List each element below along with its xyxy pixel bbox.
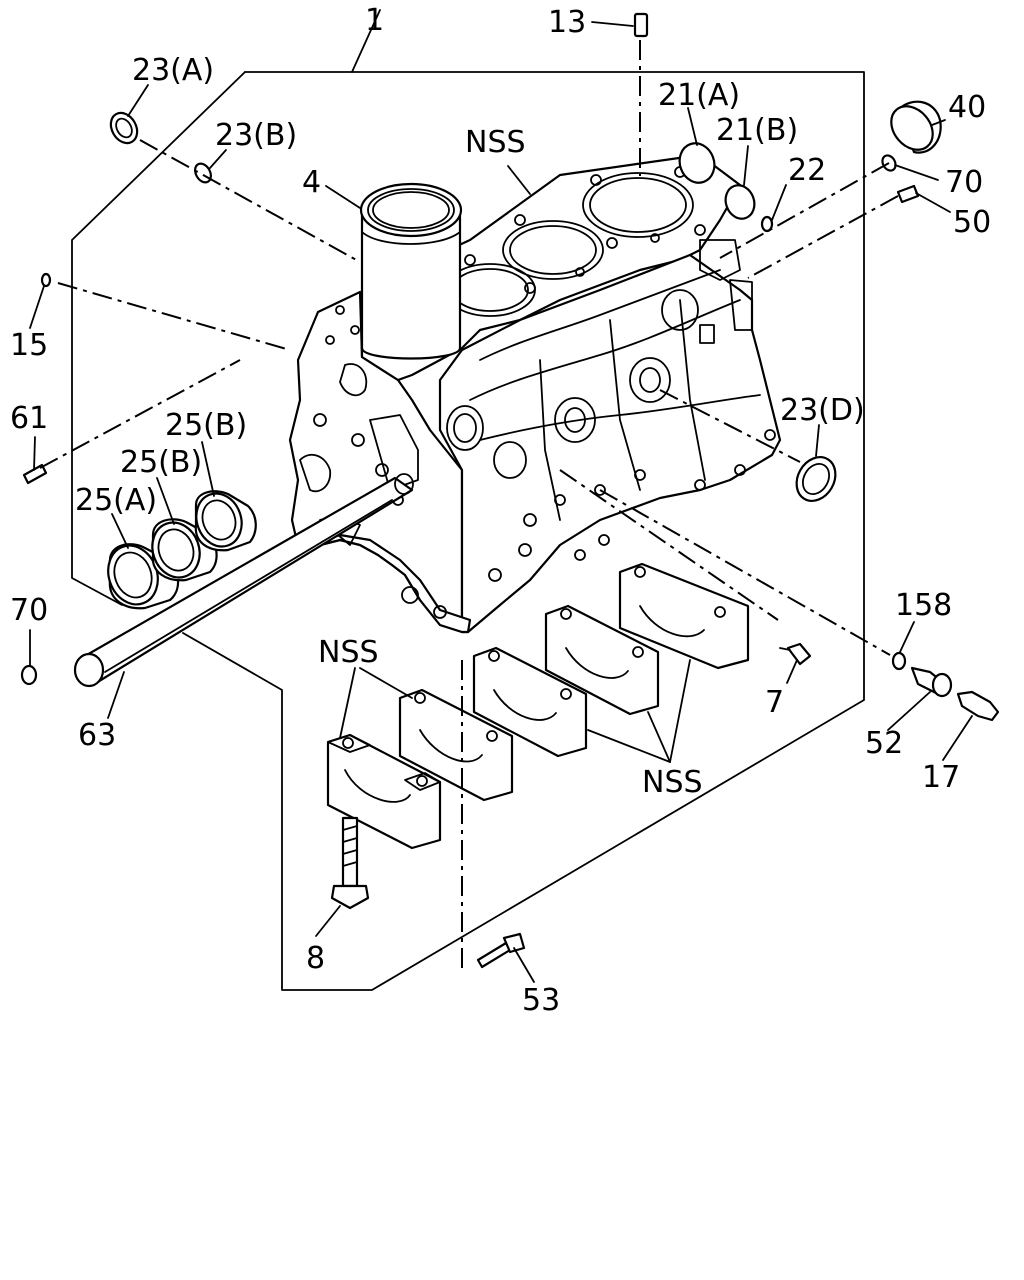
callout-70-left: 70 <box>10 593 48 628</box>
callout-61: 61 <box>10 401 48 436</box>
callout-25b-rear: 25(B) <box>165 408 247 443</box>
camshaft-bushings <box>107 490 257 610</box>
callout-4: 4 <box>302 165 321 200</box>
assembly-center-lines <box>39 40 899 970</box>
callout-1: 1 <box>365 3 384 38</box>
plug-15 <box>40 272 52 288</box>
callout-23b: 23(B) <box>215 118 297 153</box>
callout-25b-front: 25(B) <box>120 445 202 480</box>
callout-70-top: 70 <box>945 165 983 200</box>
bearing-cap-1 <box>326 733 442 850</box>
dowel-pin-13 <box>633 12 649 38</box>
washer-158 <box>891 651 907 671</box>
callout-7: 7 <box>765 685 784 720</box>
cylinder-liner-part-4 <box>359 182 463 360</box>
callout-13: 13 <box>548 5 586 40</box>
callout-158: 158 <box>895 588 952 623</box>
callout-25a: 25(A) <box>75 483 157 518</box>
callout-21a: 21(A) <box>658 78 740 113</box>
oil-gallery-pipe-part-63 <box>73 473 414 688</box>
cap-21a <box>678 142 716 184</box>
callout-23a: 23(A) <box>132 53 214 88</box>
leader-lines <box>29 21 973 983</box>
ring-70-left <box>20 664 38 686</box>
cap-40 <box>890 100 942 154</box>
seal-23d <box>795 456 837 502</box>
callout-21b: 21(B) <box>716 113 798 148</box>
callout-8: 8 <box>306 941 325 976</box>
callout-nss-caps-left: NSS <box>318 635 379 670</box>
callout-63: 63 <box>78 718 116 753</box>
callout-22: 22 <box>788 153 826 188</box>
callout-15: 15 <box>10 328 48 363</box>
bearing-cap-5 <box>618 562 750 670</box>
bolt-53 <box>476 932 526 969</box>
sensor-17 <box>956 690 1000 722</box>
callout-labels: 1 13 23(A) 23(B) 21(A) 21(B) 40 70 22 50… <box>10 3 991 1018</box>
pin-50 <box>896 184 920 204</box>
callout-23d: 23(D) <box>780 393 865 428</box>
main-bearing-caps <box>326 562 750 850</box>
callout-nss-block: NSS <box>465 125 526 160</box>
expansion-plug-23a <box>109 111 139 145</box>
bushing-25b-rear <box>194 490 257 552</box>
bearing-cap-3 <box>472 646 588 758</box>
callout-40: 40 <box>948 90 986 125</box>
bearing-cap-2 <box>398 688 514 802</box>
cap-21b <box>724 184 756 220</box>
assembly-group-frame <box>71 9 865 991</box>
plug-23b <box>194 162 212 184</box>
bolt-8 <box>330 816 370 910</box>
union-52 <box>910 666 953 698</box>
callout-52: 52 <box>865 726 903 761</box>
callout-17: 17 <box>922 760 960 795</box>
bolt-7 <box>779 642 812 666</box>
callout-nss-caps-right: NSS <box>642 765 703 800</box>
bearing-cap-4 <box>544 604 660 716</box>
callout-53: 53 <box>522 983 560 1018</box>
pin-61 <box>22 463 48 485</box>
callout-50: 50 <box>953 205 991 240</box>
plug-22 <box>760 215 774 233</box>
